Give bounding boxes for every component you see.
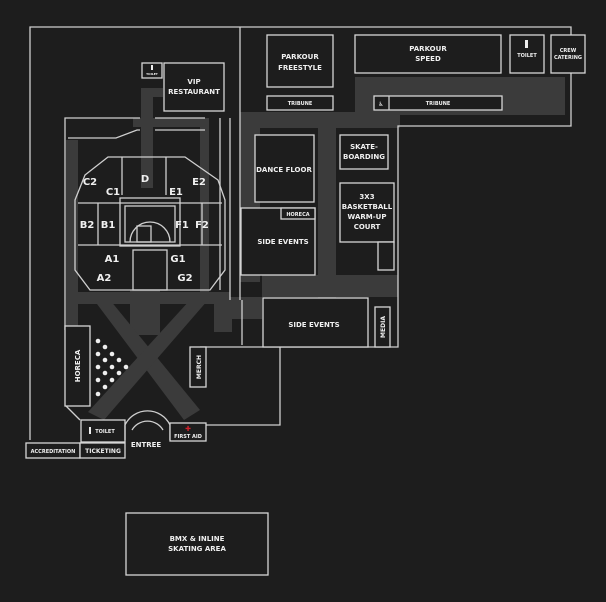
section-b2[interactable]: B2 <box>80 220 95 231</box>
side-events-2[interactable]: SIDE EVENTS <box>262 297 369 348</box>
side-events-1[interactable]: HORECA SIDE EVENTS <box>240 207 316 276</box>
accreditation[interactable]: ACCREDITATION <box>25 442 81 459</box>
svg-text:CREW: CREW <box>560 48 577 54</box>
wheelchair-icon: ♿ <box>378 101 383 108</box>
crew-catering[interactable]: CREW CATERING <box>550 34 586 74</box>
svg-text:BMX & INLINE: BMX & INLINE <box>170 535 225 543</box>
tribune-left[interactable]: TRIBUNE <box>266 95 334 111</box>
first-aid[interactable]: ✚ FIRST AID <box>169 422 207 442</box>
section-c1[interactable]: C1 <box>106 187 120 198</box>
svg-text:DANCE FLOOR: DANCE FLOOR <box>256 166 312 174</box>
section-e2[interactable]: E2 <box>192 177 206 188</box>
svg-text:TOILET: TOILET <box>146 72 159 76</box>
arena: D C1 C2 E1 E2 B2 B1 F1 F2 A1 A2 G1 G2 <box>74 156 226 291</box>
horeca-small: HORECA <box>286 212 309 218</box>
section-b1[interactable]: B1 <box>101 220 116 231</box>
svg-text:MEDIA: MEDIA <box>380 316 387 338</box>
site-outline <box>29 26 572 440</box>
dance-floor[interactable]: DANCE FLOOR <box>254 134 315 203</box>
section-c2[interactable]: C2 <box>83 177 97 188</box>
merch[interactable]: MERCH <box>189 346 207 388</box>
svg-text:BOARDING: BOARDING <box>343 153 385 161</box>
svg-text:SKATE-: SKATE- <box>350 143 378 151</box>
svg-text:PARKOUR: PARKOUR <box>409 45 447 53</box>
svg-text:VIP: VIP <box>187 78 200 86</box>
svg-text:BASKETBALL: BASKETBALL <box>342 203 393 211</box>
section-g1[interactable]: G1 <box>170 254 185 265</box>
svg-text:TICKETING: TICKETING <box>85 448 121 455</box>
svg-text:ACCREDITATION: ACCREDITATION <box>31 449 76 455</box>
toilet-top[interactable]: TOILET <box>509 34 545 74</box>
svg-text:FREESTYLE: FREESTYLE <box>278 64 322 72</box>
entree-label: ENTREE <box>131 441 162 449</box>
svg-text:HORECA: HORECA <box>74 349 82 382</box>
section-a1[interactable]: A1 <box>105 254 120 265</box>
parkour-freestyle[interactable]: PARKOUR FREESTYLE <box>266 34 334 88</box>
svg-text:WARM-UP: WARM-UP <box>348 213 387 221</box>
svg-text:TRIBUNE: TRIBUNE <box>426 101 451 107</box>
parkour-speed[interactable]: PARKOUR SPEED <box>354 34 502 74</box>
toilet-entrance[interactable]: TOILET <box>80 419 126 443</box>
svg-text:TOILET: TOILET <box>95 429 115 435</box>
svg-text:RESTAURANT: RESTAURANT <box>168 88 220 96</box>
svg-text:SPEED: SPEED <box>415 55 441 63</box>
svg-text:CATERING: CATERING <box>554 55 582 61</box>
tribune-right[interactable]: ♿ TRIBUNE <box>373 95 503 111</box>
section-e1[interactable]: E1 <box>169 187 183 198</box>
skateboarding[interactable]: SKATE- BOARDING <box>339 134 389 170</box>
entrance-arch[interactable]: ENTREE <box>124 410 171 449</box>
toilet-icon <box>151 65 153 70</box>
first-aid-cross-icon: ✚ <box>185 425 191 433</box>
svg-text:3X3: 3X3 <box>359 193 374 201</box>
section-f2[interactable]: F2 <box>195 220 209 231</box>
basketball-warmup-court[interactable]: 3X3 BASKETBALL WARM-UP COURT <box>339 182 395 271</box>
svg-text:MERCH: MERCH <box>196 355 203 379</box>
bmx-inline-skating-area[interactable]: BMX & INLINE SKATING AREA <box>125 512 269 576</box>
section-a2[interactable]: A2 <box>97 273 112 284</box>
svg-text:SIDE EVENTS: SIDE EVENTS <box>288 321 339 329</box>
horeca-left[interactable]: HORECA <box>64 325 91 407</box>
section-f1[interactable]: F1 <box>175 220 189 231</box>
ticketing[interactable]: TICKETING <box>79 442 126 459</box>
svg-text:PARKOUR: PARKOUR <box>281 53 319 61</box>
vip-restaurant[interactable]: VIP RESTAURANT <box>163 62 225 112</box>
toilet-vip[interactable]: TOILET <box>141 62 163 79</box>
svg-text:COURT: COURT <box>354 223 381 231</box>
svg-text:TOILET: TOILET <box>517 53 537 59</box>
section-d[interactable]: D <box>141 174 149 185</box>
media[interactable]: MEDIA <box>374 306 391 348</box>
svg-text:FIRST AID: FIRST AID <box>174 434 202 440</box>
toilet-icon <box>525 40 528 48</box>
seating-dots <box>95 338 129 397</box>
section-g2[interactable]: G2 <box>177 273 192 284</box>
svg-text:SKATING AREA: SKATING AREA <box>168 545 226 553</box>
svg-text:SIDE EVENTS: SIDE EVENTS <box>257 238 308 246</box>
toilet-icon <box>89 427 91 434</box>
svg-text:TRIBUNE: TRIBUNE <box>288 101 313 107</box>
